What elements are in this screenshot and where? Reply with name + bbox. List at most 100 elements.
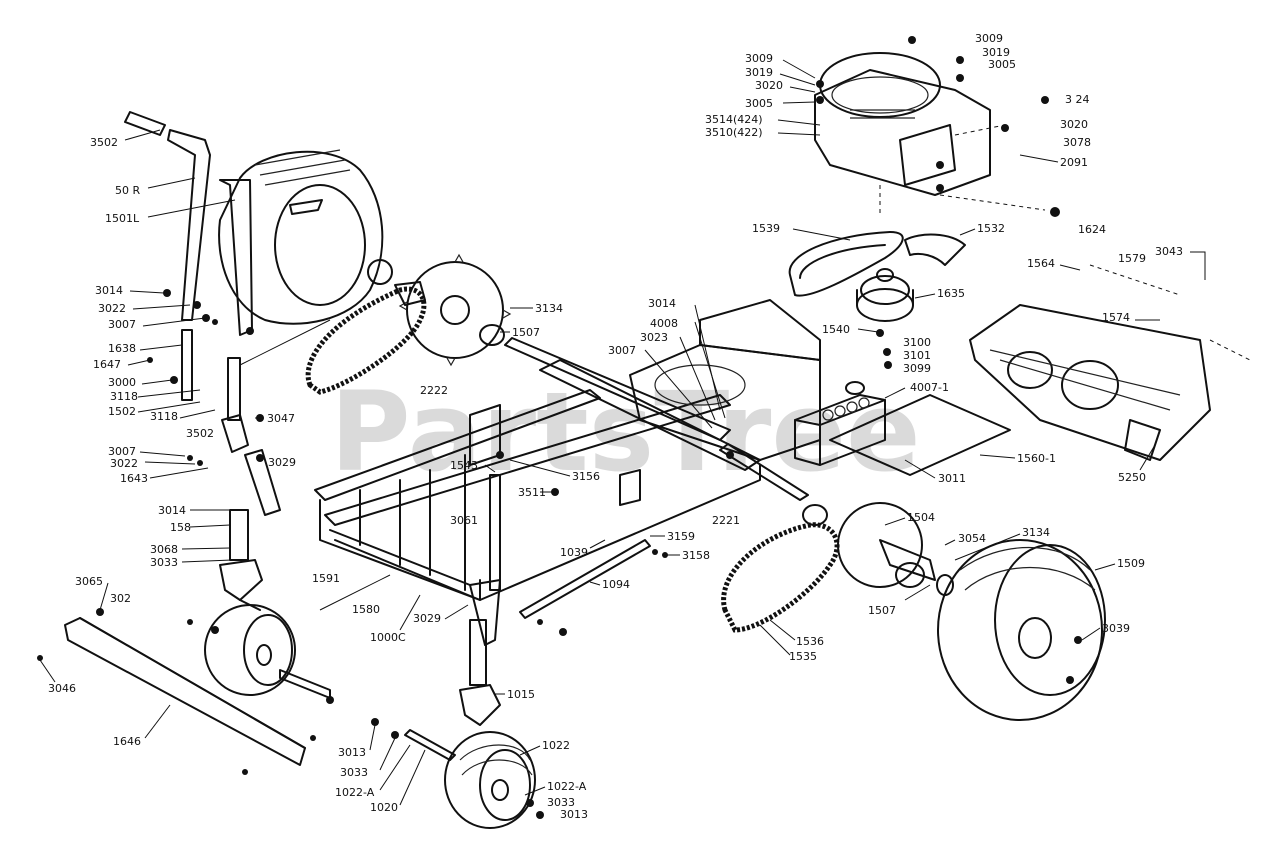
explode-lines <box>879 124 1251 361</box>
callout-1020: 1020 <box>370 801 398 814</box>
callout-3039: 3039 <box>1102 622 1130 635</box>
callout-1591: 1591 <box>312 572 340 585</box>
callout-3118b: 3118 <box>150 410 178 423</box>
callout-3078: 3078 <box>1063 136 1091 149</box>
callout-2221: 2221 <box>712 514 740 527</box>
battery <box>794 381 886 466</box>
callout-3502: 3502 <box>90 136 118 149</box>
callout-3134b: 3134 <box>1022 526 1050 539</box>
callout-3022: 3022 <box>98 302 126 315</box>
front-wheel-left <box>204 604 331 699</box>
rear-wheel <box>937 539 1106 721</box>
callout-3100: 3100 <box>903 336 931 349</box>
front-wheel-right <box>444 731 536 829</box>
callout-3124: 3 24 <box>1065 93 1090 106</box>
callout-1022: 1022 <box>542 739 570 752</box>
callout-1039: 1039 <box>560 546 588 559</box>
hardware <box>37 36 1082 819</box>
drive-belt <box>788 231 966 297</box>
callout-158: 158 <box>170 521 191 534</box>
callout-1000c: 1000C <box>370 631 406 644</box>
callout-1560-1: 1560-1 <box>1017 452 1056 465</box>
callout-3043: 3043 <box>1155 245 1183 258</box>
callout-1507b: 1507 <box>868 604 896 617</box>
callout-3502b: 3502 <box>186 427 214 440</box>
callout-50r: 50 R <box>115 184 140 197</box>
callout-labels: 3502 50 R 1501L 3014 3022 3007 1638 1647… <box>39 32 1206 821</box>
front-axle-beam <box>64 617 306 766</box>
callout-3013b: 3013 <box>560 808 588 821</box>
callout-1022a-right: 1022-A <box>547 780 587 793</box>
callout-3014: 3014 <box>95 284 123 297</box>
callout-1501l: 1501L <box>105 212 140 225</box>
spindle-left <box>219 509 263 611</box>
callout-1643: 1643 <box>120 472 148 485</box>
callout-1094: 1094 <box>602 578 630 591</box>
callout-3022b: 3022 <box>110 457 138 470</box>
callout-3007b: 3007 <box>108 445 136 458</box>
callout-3033: 3033 <box>150 556 178 569</box>
callout-1574: 1574 <box>1102 311 1130 324</box>
callout-1532: 1532 <box>977 222 1005 235</box>
callout-1504: 1504 <box>907 511 935 524</box>
bagger-chute <box>218 149 393 325</box>
callout-3009: 3009 <box>745 52 773 65</box>
callout-3009b: 3009 <box>975 32 1003 45</box>
callout-1624: 1624 <box>1078 223 1106 236</box>
engine <box>814 52 991 196</box>
callout-3020b: 3020 <box>1060 118 1088 131</box>
right-drive-chain <box>721 502 954 633</box>
callout-1535: 1535 <box>789 650 817 663</box>
callout-1507: 1507 <box>512 326 540 339</box>
callout-1015: 1015 <box>507 688 535 701</box>
callout-2091: 2091 <box>1060 156 1088 169</box>
callout-3068: 3068 <box>150 543 178 556</box>
callout-3033c: 3033 <box>547 796 575 809</box>
callout-3011: 3011 <box>938 472 966 485</box>
callout-1509: 1509 <box>1117 557 1145 570</box>
callout-3158: 3158 <box>682 549 710 562</box>
callout-1638: 1638 <box>108 342 136 355</box>
callout-3029: 3029 <box>268 456 296 469</box>
left-drive-chain <box>305 253 512 395</box>
callout-1580: 1580 <box>352 603 380 616</box>
callout-3014b: 3014 <box>158 504 186 517</box>
callout-3019: 3019 <box>745 66 773 79</box>
callout-1564: 1564 <box>1027 257 1055 270</box>
callout-3005: 3005 <box>745 97 773 110</box>
callout-3005b: 3005 <box>988 58 1016 71</box>
battery-plate <box>829 394 1011 476</box>
callout-3007: 3007 <box>108 318 136 331</box>
callout-3000: 3000 <box>108 376 136 389</box>
callout-3156: 3156 <box>572 470 600 483</box>
engine-pulley <box>856 268 914 322</box>
callout-1539: 1539 <box>752 222 780 235</box>
callout-3013: 3013 <box>338 746 366 759</box>
callout-302: 302 <box>110 592 131 605</box>
callout-4007-1: 4007-1 <box>910 381 949 394</box>
callout-3014c: 3014 <box>648 297 676 310</box>
callout-1579: 1579 <box>1118 252 1146 265</box>
callout-3159: 3159 <box>667 530 695 543</box>
callout-3029b: 3029 <box>413 612 441 625</box>
left-brackets <box>181 319 331 453</box>
callout-1502: 1502 <box>108 405 136 418</box>
callout-3047: 3047 <box>267 412 295 425</box>
callout-1540: 1540 <box>822 323 850 336</box>
callout-3061: 3061 <box>450 514 478 527</box>
callout-3511: 3511 <box>518 486 546 499</box>
callout-3033b: 3033 <box>340 766 368 779</box>
callout-3007c: 3007 <box>608 344 636 357</box>
tie-rods <box>244 449 651 619</box>
handle-assembly <box>124 111 323 336</box>
spindle-right <box>459 579 501 726</box>
callout-1635: 1635 <box>937 287 965 300</box>
callout-1646: 1646 <box>113 735 141 748</box>
callout-3118: 3118 <box>110 390 138 403</box>
callout-1536: 1536 <box>796 635 824 648</box>
callout-3020: 3020 <box>755 79 783 92</box>
callout-4008: 4008 <box>650 317 678 330</box>
callout-1647: 1647 <box>93 358 121 371</box>
callout-3134: 3134 <box>535 302 563 315</box>
